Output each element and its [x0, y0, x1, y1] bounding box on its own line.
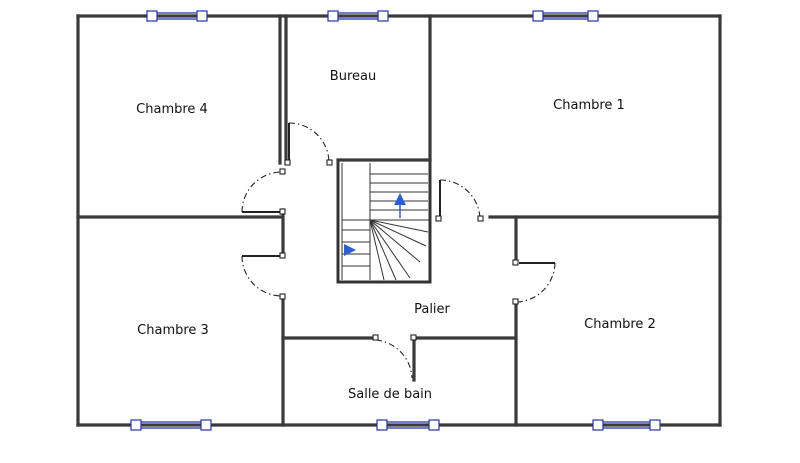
staircase: [336, 158, 432, 284]
room-label-chambre4: Chambre 4: [136, 102, 208, 117]
window-chambre4: [146, 10, 208, 22]
doors: [241, 122, 556, 379]
door-bureau: [284, 122, 333, 166]
window-chambre1: [532, 10, 599, 22]
room-label-chambre2: Chambre 2: [584, 317, 656, 332]
exterior-walls: [76, 14, 722, 427]
door-chambre1: [435, 179, 484, 222]
room-label-chambre3: Chambre 3: [137, 323, 209, 338]
door-chambre3: [241, 252, 286, 300]
stair-right-arrow-icon: [344, 244, 356, 256]
windows: [130, 10, 661, 431]
window-chambre3: [130, 419, 212, 431]
door-chambre4: [241, 168, 286, 215]
room-label-bureau: Bureau: [330, 69, 376, 84]
interior-walls: [76, 14, 722, 427]
window-salle-de-bain: [376, 419, 440, 431]
window-bureau: [327, 10, 389, 22]
room-label-chambre1: Chambre 1: [553, 98, 625, 113]
door-salle-de-bain: [372, 334, 417, 379]
room-label-palier: Palier: [414, 302, 450, 317]
stair-up-arrow-icon: [394, 193, 406, 205]
door-chambre2: [512, 259, 556, 305]
window-chambre2: [592, 419, 661, 431]
room-label-salle-de-bain: Salle de bain: [348, 387, 432, 402]
